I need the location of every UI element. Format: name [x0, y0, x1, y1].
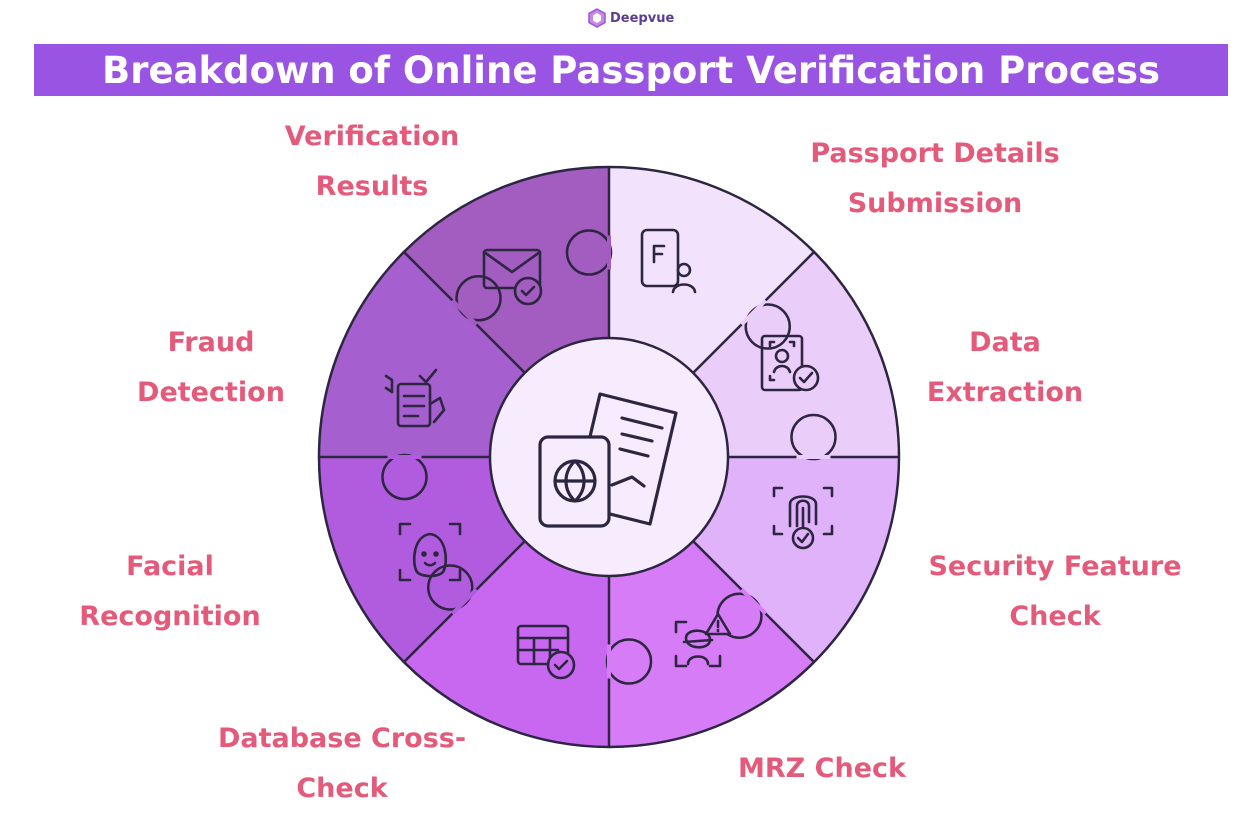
document-scan-icon [760, 334, 820, 392]
step-label-line: Facial [126, 551, 214, 582]
step-label-mrz-check: MRZ Check [712, 744, 932, 794]
wheel-segment-8 [403, 167, 609, 373]
brand-logo: Deepvue [588, 6, 674, 30]
wheel-segments [319, 167, 899, 747]
passport-ticket-icon [538, 392, 678, 528]
step-label-facial-recognition: Facial Recognition [60, 542, 280, 642]
puzzle-knob-5 [605, 638, 653, 685]
database-check-icon [516, 624, 576, 680]
step-label-line: Check [1009, 601, 1101, 632]
step-label-line: Fraud [167, 327, 255, 358]
step-label-data-extraction: Data Extraction [905, 318, 1105, 418]
puzzle-knob-joint-4 [740, 588, 768, 616]
wheel-segment-3 [693, 457, 899, 663]
puzzle-knob-joint-6 [450, 588, 478, 616]
step-label-security-feature-check: Security Feature Check [905, 542, 1205, 642]
step-label-line: Results [315, 171, 429, 202]
wheel-segment-5 [403, 541, 609, 747]
step-label-verification-results: Verification Results [262, 112, 482, 212]
puzzle-knob-joint-2 [740, 298, 768, 326]
step-label-line: Detection [137, 377, 285, 408]
puzzle-knob-7 [381, 453, 428, 501]
step-label-line: Verification [284, 121, 460, 152]
step-label-line: Data [969, 327, 1041, 358]
fraud-checklist-icon [384, 368, 446, 428]
step-label-line: Check [296, 773, 388, 804]
wheel-segment-7 [319, 251, 525, 457]
passport-form-icon [640, 228, 697, 294]
step-label-line: Passport Details [810, 138, 1060, 169]
wheel-segment-6 [319, 457, 525, 663]
step-label-line: Submission [847, 188, 1023, 219]
puzzle-knob-1 [565, 229, 613, 276]
step-label-passport-details-submission: Passport Details Submission [795, 129, 1075, 229]
step-label-line: Security Feature [928, 551, 1182, 582]
face-scan-warning-icon [674, 612, 732, 668]
step-label-fraud-detection: Fraud Detection [116, 318, 306, 418]
mail-check-icon [482, 248, 543, 306]
step-label-database-cross-check: Database Cross- Check [192, 714, 492, 814]
puzzle-knob-2 [744, 303, 791, 350]
puzzle-knob-3 [790, 413, 837, 461]
wheel-segment-4 [609, 541, 815, 747]
hexagon-logo-icon [588, 8, 606, 28]
puzzle-knobs [381, 229, 837, 685]
fingerprint-scan-icon [772, 486, 834, 550]
title-banner: Breakdown of Online Passport Verificatio… [34, 44, 1228, 96]
wheel-segment-2 [693, 251, 899, 457]
face-recognition-icon [398, 522, 462, 582]
step-label-line: Recognition [79, 601, 261, 632]
step-label-line: Extraction [926, 377, 1084, 408]
step-label-line: Database Cross- [217, 723, 467, 754]
wheel-segment-1 [609, 167, 815, 373]
page-title: Breakdown of Online Passport Verificatio… [102, 48, 1160, 92]
step-label-line: MRZ Check [738, 753, 906, 784]
puzzle-knob-joint-8 [450, 298, 478, 326]
brand-name: Deepvue [610, 10, 675, 26]
